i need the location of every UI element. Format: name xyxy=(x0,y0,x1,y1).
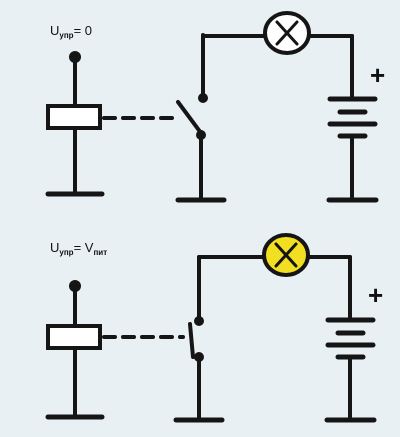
bottom-switch-icon xyxy=(173,255,225,423)
bottom-lamp-icon xyxy=(262,233,310,277)
bottom-label-sub: упр xyxy=(59,248,74,257)
top-lamp-icon xyxy=(263,11,311,55)
top-label-rest: = 0 xyxy=(73,23,92,38)
bottom-circuit xyxy=(45,233,377,423)
top-control-voltage-label: Uупр= 0 xyxy=(50,23,92,40)
bottom-battery-plus-sign: + xyxy=(368,280,384,310)
bottom-battery-icon xyxy=(324,255,377,423)
bottom-relay-coil-icon xyxy=(45,324,105,420)
top-label-main: U xyxy=(50,23,60,38)
top-label-sub: упр xyxy=(59,31,74,40)
bottom-control-voltage-label: Uупр= Vпит xyxy=(50,240,107,257)
top-circuit xyxy=(45,11,379,203)
top-switch-icon xyxy=(175,33,227,203)
bottom-control-pin-icon xyxy=(69,280,81,328)
bottom-label-eq: = V xyxy=(73,240,94,255)
top-relay-coil-icon xyxy=(45,104,105,197)
top-control-pin-icon xyxy=(69,51,81,108)
top-battery-plus-sign: + xyxy=(370,60,386,90)
bottom-label-main: U xyxy=(50,240,60,255)
bottom-label-sub2: пит xyxy=(93,248,108,257)
top-battery-icon xyxy=(326,34,379,203)
